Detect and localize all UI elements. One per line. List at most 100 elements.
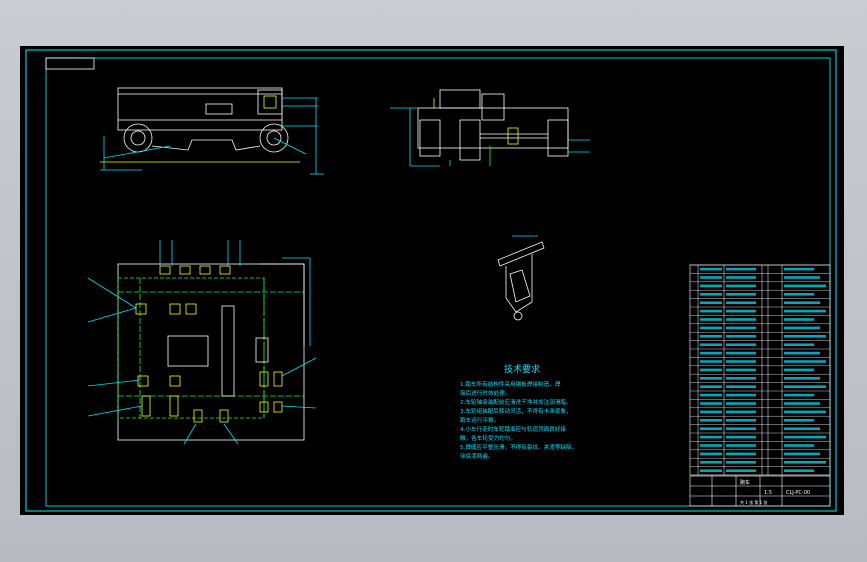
parts-table-cell-text xyxy=(784,435,826,439)
cad-drawing-sheet: 技术要求 1.跑车所有结构件采用钢板焊接制造，焊接后进行时效处理。2.车轮轴承装… xyxy=(25,49,837,512)
parts-table-cell-text xyxy=(726,267,756,271)
parts-table-cell-text xyxy=(700,452,722,456)
parts-table-cell-text xyxy=(784,452,820,456)
parts-table-cell-text xyxy=(700,469,722,472)
parts-table-cell-text xyxy=(784,351,820,355)
parts-table-cell-text xyxy=(784,284,826,288)
parts-table-cell-text xyxy=(700,343,722,346)
notes-line: 3.车轮组装配后转动灵活，不得有卡滞现象， xyxy=(460,407,572,415)
parts-table-cell-text xyxy=(784,309,826,313)
parts-table-cell-text xyxy=(726,377,756,380)
notes-line: 涂底漆两遍。 xyxy=(460,452,494,460)
parts-table-cell-text xyxy=(784,419,814,422)
parts-table-cell-text xyxy=(784,385,826,388)
parts-table-cell-text xyxy=(784,343,814,346)
parts-table-cell-text xyxy=(784,461,826,464)
parts-table-cell-text xyxy=(784,326,820,330)
parts-table-cell-text xyxy=(700,267,722,271)
parts-table-cell-text xyxy=(726,402,756,405)
parts-table-cell-text xyxy=(784,293,814,296)
parts-table-cell-text xyxy=(784,335,826,338)
parts-table-cell-text xyxy=(726,444,756,447)
parts-table-cell-text xyxy=(784,301,820,304)
parts-table-cell-text xyxy=(726,301,756,304)
parts-table-cell-text xyxy=(700,410,722,414)
parts-table-cell-text xyxy=(726,427,756,430)
parts-table-cell-text xyxy=(784,368,814,372)
parts-table-cell-text xyxy=(726,318,756,321)
parts-table-cell-text xyxy=(726,452,756,456)
parts-table-cell-text xyxy=(700,309,722,313)
parts-table-cell-text xyxy=(700,301,722,304)
parts-table-cell-text xyxy=(726,351,756,355)
parts-table-cell-text xyxy=(726,410,756,414)
parts-table-cell-text xyxy=(784,360,826,363)
title-block xyxy=(689,475,831,507)
plan-view xyxy=(87,240,317,445)
title-block-code: CLJ-PC-00 xyxy=(786,490,810,496)
parts-table-cell-text xyxy=(700,435,722,439)
technical-notes: 技术要求 1.跑车所有结构件采用钢板焊接制造，焊接后进行时效处理。2.车轮轴承装… xyxy=(460,363,577,460)
end-view xyxy=(390,89,590,167)
parts-table-cell-text xyxy=(700,385,722,388)
parts-table-cell-text xyxy=(726,461,756,464)
parts-table-cell-text xyxy=(700,377,722,380)
parts-table-cell-text xyxy=(784,444,814,447)
parts-table-cell-text xyxy=(784,402,820,405)
parts-list-table xyxy=(689,264,831,476)
parts-table-cell-text xyxy=(700,335,722,338)
notes-line: 触，各车轮受力均匀。 xyxy=(460,434,516,442)
parts-table-cell-text xyxy=(784,427,820,430)
parts-table-cell-text xyxy=(726,385,756,388)
parts-table-cell-text xyxy=(700,393,722,397)
parts-table-cell-text xyxy=(784,267,814,271)
notes-line: 4.小车行走时车轮踏面应与轨道顶面良好接 xyxy=(460,425,566,433)
parts-table-cell-text xyxy=(700,326,722,330)
parts-table-cell-text xyxy=(726,368,756,372)
parts-table-cell-text xyxy=(700,419,722,422)
parts-table-cell-text xyxy=(726,469,756,472)
parts-table-cell-text xyxy=(726,343,756,346)
parts-table-cell-text xyxy=(726,284,756,288)
parts-table-cell-text xyxy=(726,435,756,439)
title-block-scale: 1:5 xyxy=(764,490,772,496)
cad-drawing-canvas: 技术要求 1.跑车所有结构件采用钢板焊接制造，焊接后进行时效处理。2.车轮轴承装… xyxy=(20,46,844,515)
parts-table-cell-text xyxy=(784,276,820,279)
parts-table-cell-text xyxy=(784,410,826,414)
notes-line: 1.跑车所有结构件采用钢板焊接制造，焊 xyxy=(460,380,561,388)
parts-table-cell-text xyxy=(726,293,756,296)
corner-label-box xyxy=(45,57,95,70)
parts-table-cell-text xyxy=(784,393,814,397)
parts-table-cell-text xyxy=(700,351,722,355)
parts-table-cell-text xyxy=(700,276,722,279)
parts-table-cell-text xyxy=(700,360,722,363)
notes-title: 技术要求 xyxy=(504,363,540,375)
parts-table-cell-text xyxy=(726,419,756,422)
parts-table-cell-text xyxy=(726,309,756,313)
notes-line: 5.焊缝应平整光滑，不得有裂纹、夹渣等缺陷， xyxy=(460,443,577,451)
title-block-sheet: 共 1 张 第 1 张 xyxy=(740,499,767,505)
parts-table-cell-text xyxy=(784,377,820,380)
side-view xyxy=(100,87,324,175)
notes-line: 接后进行时效处理。 xyxy=(460,389,510,397)
parts-table-cell-text xyxy=(700,402,722,405)
outer-border xyxy=(25,49,837,512)
notes-line: 2.车轮轴承装配前应清洗干净并加注润滑脂。 xyxy=(460,398,572,406)
parts-table-cell-text xyxy=(726,360,756,363)
notes-line: 跑车运行平稳。 xyxy=(460,416,499,424)
parts-table-cell-text xyxy=(700,461,722,464)
parts-table-cell-text xyxy=(784,318,814,321)
parts-table-cell-text xyxy=(726,393,756,397)
parts-table-cell-text xyxy=(700,318,722,321)
parts-table-cell-text xyxy=(700,284,722,288)
title-block-drawing-name: 跑车 xyxy=(740,479,750,486)
hook-detail xyxy=(497,235,545,321)
parts-table-cell-text xyxy=(726,326,756,330)
parts-table-cell-text xyxy=(726,335,756,338)
parts-table-cell-text xyxy=(700,444,722,447)
parts-table-cell-text xyxy=(700,368,722,372)
parts-table-cell-text xyxy=(700,293,722,296)
parts-table-cell-text xyxy=(700,427,722,430)
parts-table-cell-text xyxy=(784,469,814,472)
